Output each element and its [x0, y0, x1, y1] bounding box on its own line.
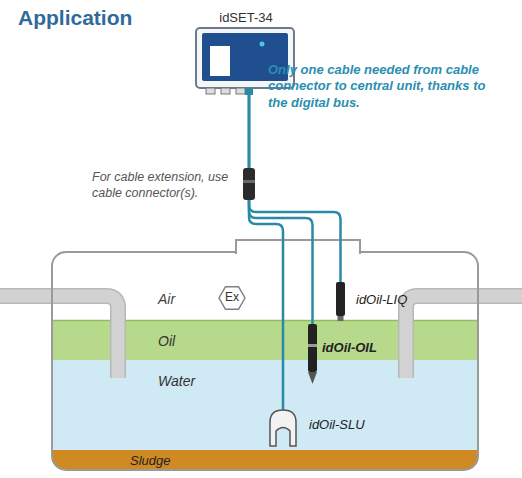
water-layer-band: Water: [52, 360, 478, 450]
inlet-pipe-outline: [0, 296, 118, 378]
cable-gland: [245, 88, 253, 95]
outlet-pipe-outline: [406, 296, 522, 378]
oil-sensor-label: idOil-OIL: [322, 340, 377, 355]
device-port: [206, 88, 215, 94]
oil-sensor: idOil-OIL: [308, 324, 393, 384]
connector-ring: [243, 180, 255, 183]
device-led: [260, 42, 265, 47]
oil-probe-band: [308, 344, 317, 347]
outlet-pipe: [406, 296, 522, 378]
liq-probe-tip: [338, 316, 344, 321]
diagram-title: Application: [18, 6, 132, 30]
liquid-sensor-label: idOil-LIQ: [356, 292, 407, 307]
sludge-sensor-label: idOil-SLU: [309, 417, 365, 432]
sensor-cable: [249, 95, 341, 282]
liq-probe: [336, 282, 345, 316]
sensor-cable: [249, 95, 283, 410]
sludge-probe: [270, 410, 296, 446]
oil-layer-band: Oil: [52, 320, 478, 360]
cable-connector: [243, 168, 255, 200]
oil-probe-tip: [308, 372, 317, 384]
extension-note: For cable extension, use cable connector…: [92, 170, 238, 201]
sensor-cable: [249, 95, 313, 324]
sludge-layer-band: Sludge: [52, 450, 478, 470]
liquid-sensor: idOil-LIQ: [336, 282, 426, 320]
sludge-sensor: idOil-SLU: [270, 410, 370, 446]
air-zone-label: Air: [158, 291, 175, 307]
water-layer-band-label: Water: [158, 373, 195, 389]
tank-outline: [52, 252, 478, 470]
air-zone: Air: [52, 252, 478, 320]
device-display: [210, 46, 230, 76]
atex-hexagon: [219, 287, 245, 310]
sludge-layer-band-label: Sludge: [130, 453, 170, 468]
central-unit-label: idSET-34: [219, 10, 272, 25]
oil-layer-band-label: Oil: [158, 333, 175, 349]
bus-note: Only one cable needed from cable connect…: [268, 62, 508, 111]
sludge-layer: [52, 450, 478, 470]
inlet-pipe: [0, 296, 118, 378]
device-port: [236, 88, 245, 94]
device-port: [221, 88, 230, 94]
oil-probe: [308, 324, 317, 372]
atex-mark: Ex: [219, 290, 245, 304]
